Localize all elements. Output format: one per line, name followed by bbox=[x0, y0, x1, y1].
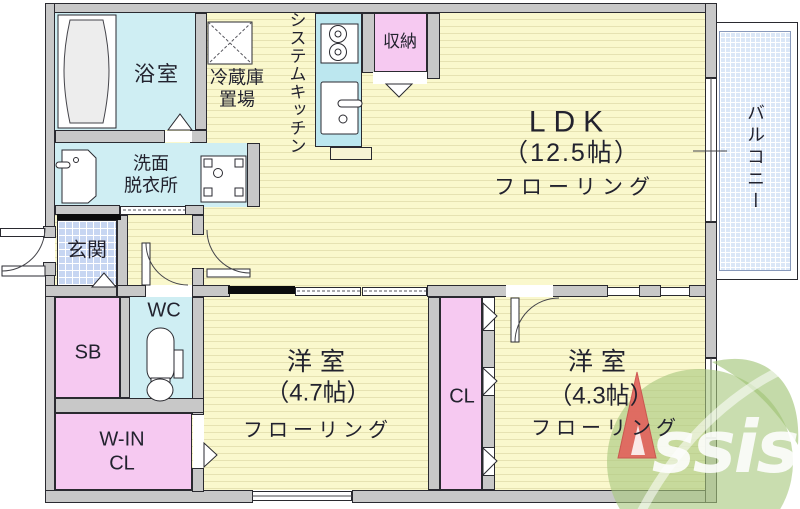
label-bathroom: 浴室 bbox=[134, 62, 180, 86]
label-storage: 収納 bbox=[383, 32, 417, 52]
label-closet: CL bbox=[449, 385, 475, 408]
assist-logo: ssist bbox=[607, 357, 800, 509]
label-wc: WC bbox=[147, 299, 181, 322]
logo-text: ssist bbox=[652, 405, 800, 489]
door-opening bbox=[165, 131, 192, 142]
logo-circle bbox=[607, 369, 793, 509]
wall-segment bbox=[362, 13, 375, 73]
wall-segment bbox=[120, 297, 130, 398]
kitchen-counter-end bbox=[330, 147, 372, 160]
drain-icon bbox=[338, 114, 348, 124]
label-entrance: 玄関 bbox=[67, 239, 107, 262]
wall-segment bbox=[55, 130, 165, 143]
hall-door-swing bbox=[206, 229, 251, 274]
wall-segment bbox=[117, 285, 146, 297]
wall-segment bbox=[55, 398, 204, 413]
toilet-seat bbox=[146, 378, 174, 402]
refrigerator-x-mark bbox=[207, 21, 253, 65]
door-opening bbox=[146, 285, 192, 297]
door-opening bbox=[506, 285, 553, 297]
label-west-room-size: （4.7帖） bbox=[265, 379, 371, 407]
closet-door-mark bbox=[482, 366, 498, 397]
transom-window bbox=[607, 287, 640, 296]
label-wic-1: W-IN bbox=[99, 428, 145, 451]
entrance-door-swing bbox=[1, 227, 46, 272]
label-washroom-2: 脱衣所 bbox=[124, 175, 178, 196]
closet-opening bbox=[373, 72, 427, 84]
label-wic-2: CL bbox=[109, 452, 135, 475]
label-refrigerator-2: 置場 bbox=[219, 89, 255, 110]
wic-door-mark bbox=[203, 441, 218, 469]
wall-segment bbox=[195, 13, 207, 130]
washing-machine-pan bbox=[200, 155, 247, 203]
wall-segment bbox=[192, 468, 204, 492]
wall-segment bbox=[192, 215, 204, 235]
bedroom-door-swing bbox=[514, 297, 560, 343]
room-closet bbox=[440, 297, 482, 490]
label-washroom-1: 洗面 bbox=[133, 153, 169, 174]
kitchen-sink bbox=[320, 81, 359, 135]
closet-door-mark bbox=[482, 301, 498, 332]
wall-segment bbox=[428, 297, 440, 490]
washbasin bbox=[61, 149, 97, 204]
shoe-cabinet bbox=[57, 214, 121, 220]
bathroom-door-mark bbox=[167, 113, 193, 131]
label-system-kitchen: システムキッチン bbox=[286, 11, 306, 155]
logo-swoosh bbox=[637, 357, 800, 509]
wall-segment bbox=[482, 395, 495, 448]
wall-segment bbox=[427, 13, 440, 79]
toilet-tank bbox=[173, 349, 184, 379]
wall-segment bbox=[705, 3, 717, 78]
wall-segment bbox=[45, 285, 117, 297]
label-ldk-name: LDK bbox=[528, 105, 612, 139]
label-balcony: バルコニー bbox=[745, 103, 765, 213]
faucet-icon bbox=[337, 99, 363, 108]
logo-leaf-icon bbox=[712, 358, 799, 445]
storage-door-mark bbox=[384, 83, 414, 98]
label-sb: SB bbox=[74, 341, 102, 364]
label-west-room-name: 洋室 bbox=[286, 347, 354, 376]
wall-segment bbox=[247, 143, 260, 207]
bathtub bbox=[63, 19, 110, 124]
wall-segment bbox=[192, 297, 204, 415]
wall-segment bbox=[482, 475, 495, 490]
wall-segment bbox=[482, 330, 495, 368]
stove-burner-icon bbox=[329, 43, 347, 61]
closet-door-mark bbox=[482, 446, 498, 477]
label-west-room-floor: フローリング bbox=[243, 419, 393, 442]
faucet-icon bbox=[55, 161, 71, 169]
label-refrigerator-1: 冷蔵庫 bbox=[210, 67, 264, 88]
room-walk-in-closet bbox=[55, 413, 192, 490]
toilet bbox=[146, 327, 175, 384]
balcony-floor bbox=[719, 31, 791, 271]
label-ldk-size: （12.5帖） bbox=[503, 138, 641, 167]
wc-door-swing bbox=[145, 242, 189, 286]
room-sb bbox=[55, 297, 120, 398]
logo-letter-a bbox=[617, 371, 657, 459]
entrance-step-mark bbox=[90, 272, 118, 288]
label-ldk-floor: フローリング bbox=[494, 175, 656, 199]
transom-window bbox=[660, 287, 690, 296]
label-east-room-floor: フローリング bbox=[531, 417, 681, 440]
closet-opening bbox=[193, 415, 204, 468]
label-east-room-name: 洋室 bbox=[567, 347, 635, 376]
wall-lintel bbox=[228, 286, 295, 294]
stove-burner-icon bbox=[329, 25, 347, 43]
label-east-room-size: （4.3帖） bbox=[548, 382, 654, 410]
